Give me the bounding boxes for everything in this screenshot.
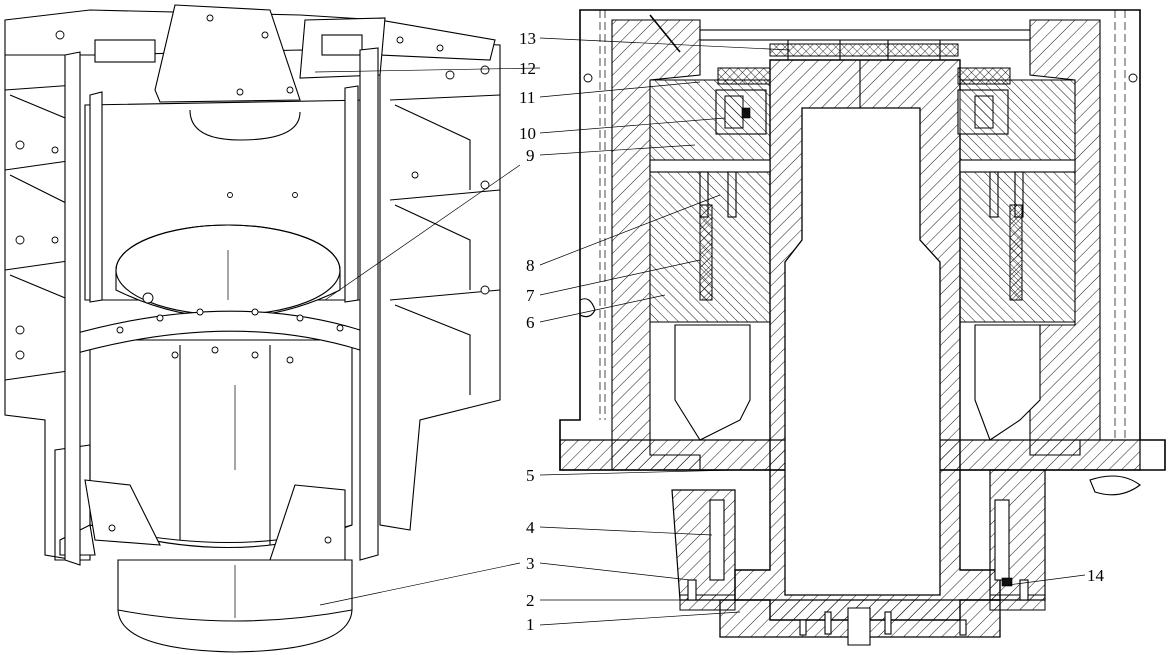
callout-2: 2 [526, 591, 535, 610]
ring-9-left [649, 159, 771, 173]
callout-4: 4 [526, 518, 535, 537]
callout-7: 7 [526, 286, 535, 305]
isometric-frame-assembly [4, 4, 501, 653]
seal-14 [1001, 577, 1013, 587]
callout-labels: 1 2 3 4 5 6 7 8 9 10 11 12 13 14 [519, 29, 1105, 634]
pocket-right [974, 324, 1041, 441]
bearing-assembly-left [649, 67, 771, 161]
callout-13: 13 [519, 29, 536, 48]
stud-4-left [709, 499, 725, 581]
main-cylinder [89, 339, 353, 548]
callout-9: 9 [526, 146, 535, 165]
bottom-brackets [59, 479, 346, 561]
callout-11: 11 [519, 88, 535, 107]
callout-1: 1 [526, 615, 535, 634]
base-bolts [687, 579, 1029, 636]
sectional-view [559, 9, 1166, 646]
shaft-bore [784, 107, 941, 596]
ring-9-right [959, 159, 1076, 173]
rotary-table [115, 224, 341, 319]
callout-14: 14 [1087, 566, 1105, 585]
frame-posts [64, 47, 379, 566]
callout-3: 3 [526, 554, 535, 573]
stud-4-right [994, 499, 1010, 581]
callout-8: 8 [526, 256, 535, 275]
pocket-left [674, 324, 751, 441]
lower-hub-left [671, 489, 736, 601]
callout-6: 6 [526, 313, 535, 332]
callout-5: 5 [526, 466, 535, 485]
callout-12: 12 [519, 59, 536, 78]
bottom-drum [117, 559, 353, 653]
leader-lines [314, 37, 1086, 626]
top-cover-13 [699, 29, 1031, 60]
callout-10: 10 [519, 124, 536, 143]
bearing-assembly-right [957, 67, 1076, 161]
frame-right-wall [379, 39, 501, 531]
